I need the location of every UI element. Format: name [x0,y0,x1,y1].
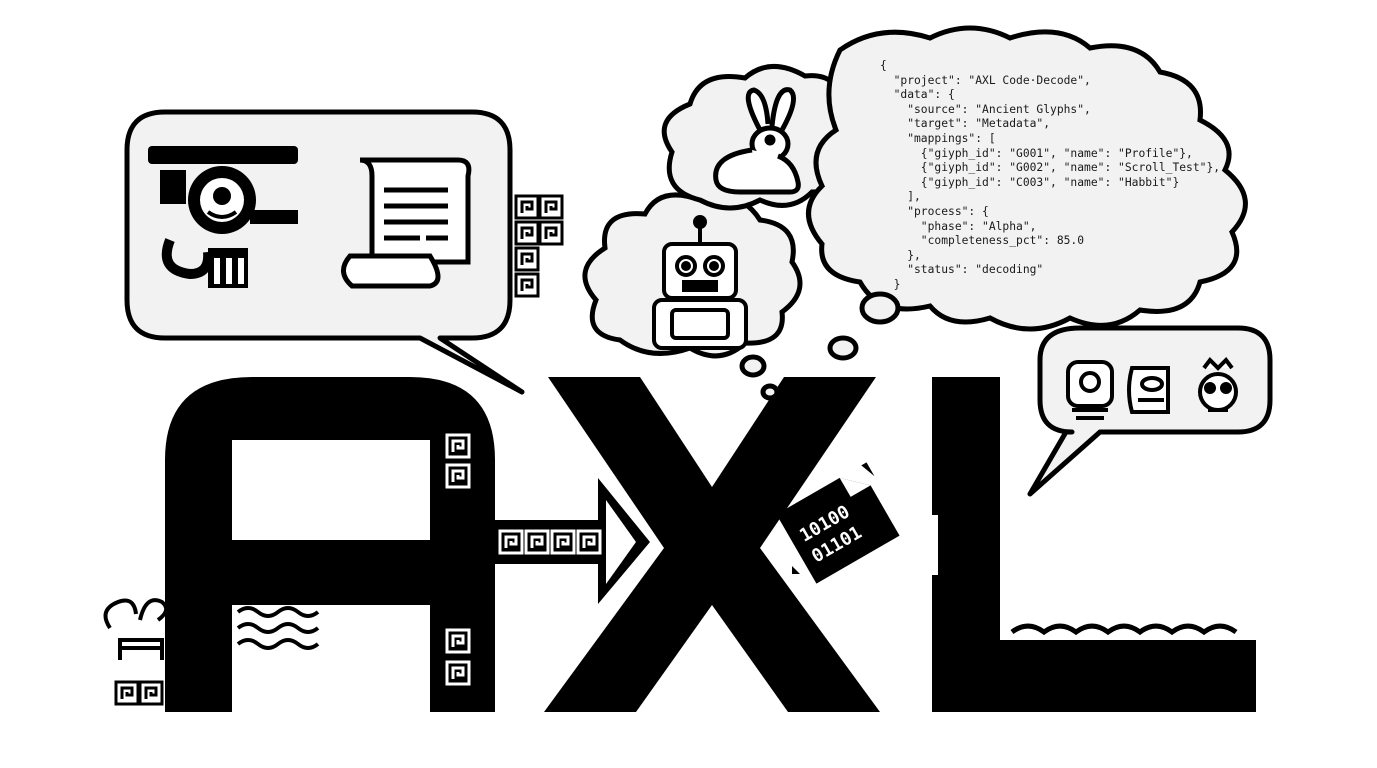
binary-file-icon: 10100 01101 [776,462,900,584]
json-line: } [880,277,901,291]
glyph-face-icon [148,146,298,288]
letter-l [932,377,1256,712]
json-line: "completeness_pct": 85.0 [880,234,1085,248]
speech-bubble-left [124,109,525,395]
letter-a [165,377,495,712]
json-line: {"giyph_id": "G002", "name": "Scroll_Tes… [880,161,1221,175]
maya-glyph-icon [1198,356,1238,412]
json-line: ], [880,190,921,204]
thought-trail [739,291,901,401]
json-line: "project": "AXL Code·Decode", [880,73,1091,87]
json-line: "target": "Metadata", [880,117,1051,131]
maya-glyph-icon [1066,360,1114,420]
json-line: "status": "decoding" [880,263,1044,277]
thought-cloud-robot [582,192,803,359]
arrow-icon [495,478,650,604]
json-line: {"giyph_id": "C003", "name": "Habbit"} [880,175,1180,189]
rabbit-icon [713,87,801,195]
json-line: {"giyph_id": "G001", "name": "Profile"}, [880,146,1193,160]
glyph-plant-icon [103,598,169,660]
json-line: "mappings": [ [880,131,996,145]
wave-icon [1010,623,1238,636]
json-code-block: { "project": "AXL Code·Decode", "data": … [880,59,1220,293]
json-line: { [880,59,887,72]
robot-icon [652,215,748,350]
json-line: "source": "Ancient Glyphs", [880,102,1091,116]
letter-x [544,377,880,712]
speech-bubble-right [1027,325,1273,497]
json-line: }, [880,248,921,262]
json-line: "process": { [880,204,989,218]
json-line: "data": { [880,88,955,102]
thought-cloud-json [806,25,1248,332]
wave-icon [236,606,320,650]
maya-glyph-icon [1127,366,1170,414]
json-line: "phase": "Alpha", [880,219,1037,233]
scroll-icon [341,157,472,289]
